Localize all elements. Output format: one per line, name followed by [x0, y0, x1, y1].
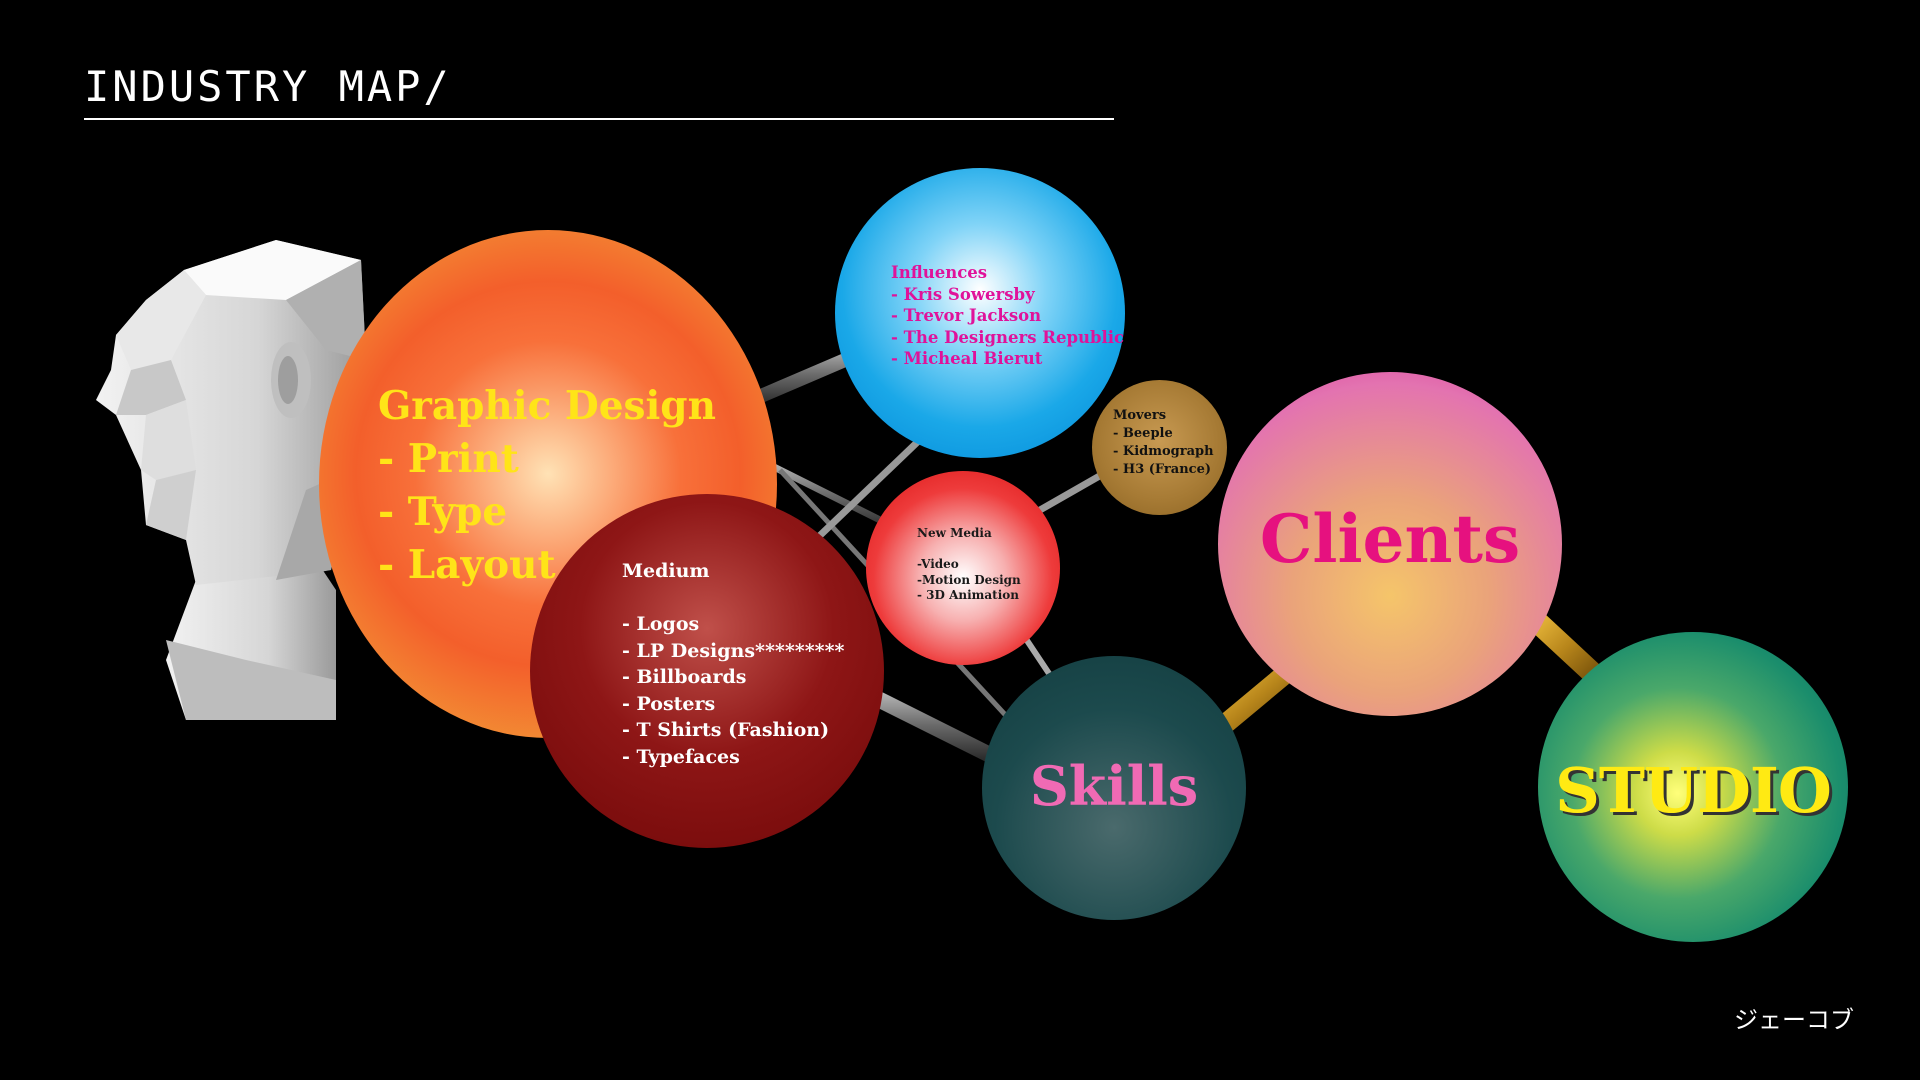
graphic-design-title: Graphic Design: [378, 383, 716, 429]
new-media-title: New Media: [917, 526, 992, 540]
clients-label: Clients: [1259, 500, 1521, 578]
medium-item: - Billboards: [622, 666, 747, 688]
new-media-spacer: [917, 542, 1021, 558]
graphic-design-item: - Print: [378, 436, 519, 482]
node-influences: Influences - Kris Sowersby - Trevor Jack…: [835, 168, 1125, 458]
node-studio: STUDIO: [1538, 632, 1848, 942]
graphic-design-item: - Type: [378, 489, 508, 535]
connector-medium-influences: [807, 427, 933, 548]
graphic-design-item: - Layout: [378, 542, 556, 588]
medium-title: Medium: [622, 560, 710, 582]
influences-item: - Kris Sowersby: [891, 284, 1035, 304]
graphic-design-text: Graphic Design - Print - Type - Layout: [378, 380, 716, 592]
signature-text: ジェーコブ: [1734, 1006, 1854, 1034]
movers-text: Movers - Beeple - Kidmograph - H3 (Franc…: [1113, 407, 1214, 479]
new-media-item: -Video: [917, 557, 959, 571]
new-media-item: - 3D Animation: [917, 588, 1019, 602]
node-skills: Skills: [982, 656, 1246, 920]
connector-skills-clients: [1211, 662, 1297, 738]
influences-title: Influences: [891, 263, 988, 282]
influences-text: Influences - Kris Sowersby - Trevor Jack…: [891, 262, 1124, 370]
movers-item: - Kidmograph: [1113, 444, 1214, 459]
page-title: INDUSTRY MAP/: [84, 62, 452, 111]
medium-item: - LP Designs*********: [622, 639, 845, 662]
medium-spacer: [622, 585, 844, 612]
medium-item: - Logos: [622, 613, 700, 635]
movers-item: - Beeple: [1113, 426, 1173, 441]
influences-item: - Trevor Jackson: [891, 306, 1042, 325]
skills-label: Skills: [1029, 754, 1199, 818]
node-clients: Clients: [1218, 372, 1562, 716]
node-medium: Medium - Logos - LP Designs********* - B…: [530, 494, 884, 848]
influences-item: - Micheal Bierut: [891, 349, 1043, 368]
node-movers: Movers - Beeple - Kidmograph - H3 (Franc…: [1092, 380, 1227, 515]
node-new-media: New Media -Video -Motion Design - 3D Ani…: [866, 471, 1060, 665]
influences-item: - The Designers Republic: [891, 327, 1125, 347]
movers-title: Movers: [1113, 408, 1167, 423]
medium-item: - Typefaces: [622, 745, 740, 768]
medium-item: - T Shirts (Fashion): [622, 719, 830, 741]
movers-item: - H3 (France): [1113, 462, 1211, 477]
connector-medium-skills: [856, 682, 1004, 768]
studio-label: STUDIO: [1555, 754, 1832, 827]
medium-text: Medium - Logos - LP Designs********* - B…: [622, 558, 844, 770]
title-rule: [84, 118, 1114, 120]
medium-item: - Posters: [622, 692, 716, 715]
new-media-item: -Motion Design: [917, 572, 1021, 587]
connector-clients-studio: [1522, 606, 1608, 689]
new-media-text: New Media -Video -Motion Design - 3D Ani…: [917, 526, 1021, 604]
